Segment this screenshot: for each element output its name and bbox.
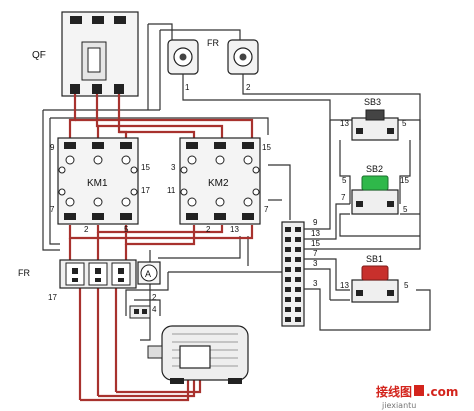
- watermark-domain: .com: [426, 385, 458, 399]
- sb1-label: SB1: [366, 254, 383, 264]
- terminal-strip: [281, 221, 305, 327]
- watermark-subtext: jiexiantu: [381, 401, 416, 410]
- motor: [147, 325, 249, 384]
- strip-terminal-e: 3: [313, 259, 318, 268]
- sb2-terminal-left-top: 5: [342, 176, 347, 185]
- sb2-terminal-right: 5: [403, 205, 408, 214]
- motor-terminal-box: [179, 345, 211, 369]
- km2-terminal-right-top: 15: [262, 143, 271, 152]
- fuse-control-wires: [147, 23, 421, 230]
- overload-relay-fr: [59, 259, 137, 289]
- button-wiring: [329, 119, 421, 237]
- km2-terminal-left-top: 3: [171, 163, 176, 172]
- contactor-km1: [57, 137, 139, 225]
- sb1-terminal-left: 13: [340, 281, 349, 290]
- relay-aux-contact: [129, 305, 151, 319]
- strip-terminal-f: 3: [313, 279, 318, 288]
- strip-terminal-d: 7: [313, 249, 318, 258]
- fr-terminal-b: 4: [152, 305, 157, 314]
- km1-terminal-bottom-b: 5: [124, 225, 129, 234]
- km2-terminal-bottom-a: 2: [206, 225, 211, 234]
- fuse-2: [227, 39, 259, 75]
- km1-terminal-left-bottom: 7: [50, 205, 55, 214]
- ammeter-label: A: [145, 269, 151, 279]
- overload-relay-label: FR: [18, 268, 30, 278]
- km1-terminal-bottom-a: 2: [84, 225, 89, 234]
- sb3-terminal-left: 13: [340, 119, 349, 128]
- fuse-2-number: 2: [246, 83, 251, 92]
- fuse-1: [167, 39, 199, 75]
- sb3-terminal-right: 5: [402, 119, 407, 128]
- km2-terminal-right-bottom: 7: [264, 205, 269, 214]
- power-wiring: [68, 94, 254, 402]
- sb2-terminal-right-top: 15: [400, 176, 409, 185]
- forward-button-sb2: [351, 175, 399, 215]
- fr-terminal-left: 17: [48, 293, 57, 302]
- km2-label: KM2: [208, 178, 229, 189]
- km1-terminal-right-top: 15: [141, 163, 150, 172]
- fr-terminal-a: 2: [152, 293, 157, 302]
- strip-terminal-a: 9: [313, 218, 318, 227]
- circuit-breaker-qf: [61, 11, 139, 97]
- breaker-toggle: [87, 47, 101, 73]
- watermark-title: 接线图: [376, 384, 412, 399]
- ammeter: [137, 261, 161, 285]
- strip-wires: [304, 190, 431, 331]
- km1-label: KM1: [87, 178, 108, 189]
- km1-terminal-right-bottom: 17: [141, 186, 150, 195]
- sb2-terminal-left: 7: [341, 193, 346, 202]
- stop-button-sb3: [351, 109, 399, 141]
- contactor-km2: [179, 137, 261, 225]
- sb3-label: SB3: [364, 97, 381, 107]
- km2-terminal-bottom-b: 13: [230, 225, 239, 234]
- sb2-label: SB2: [366, 164, 383, 174]
- breaker-label: QF: [32, 50, 46, 61]
- sb1-terminal-right: 5: [404, 281, 409, 290]
- fuse-1-number: 1: [185, 83, 190, 92]
- km2-terminal-left-bottom: 11: [167, 186, 176, 195]
- watermark: 接线图 .com jiexiantu: [376, 384, 458, 410]
- strip-terminal-b: 13: [311, 229, 320, 238]
- outer-wiring: [42, 109, 291, 341]
- reverse-button-sb1: [351, 265, 399, 303]
- km1-terminal-left-top: 9: [50, 143, 55, 152]
- strip-terminal-c: 15: [311, 239, 320, 248]
- fuse-group-label: FR: [207, 38, 219, 48]
